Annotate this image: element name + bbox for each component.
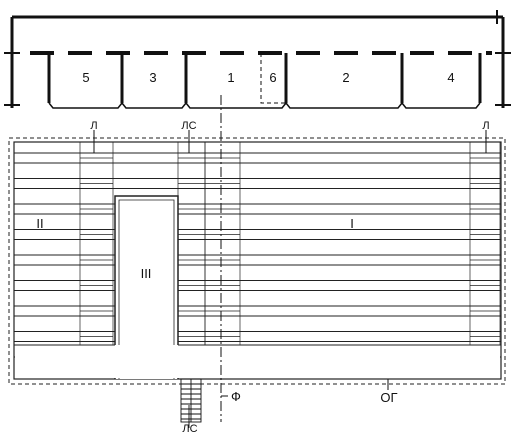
room-5-label: 5 [82, 70, 89, 85]
room-6-outline [260, 53, 286, 104]
marker-stems [93, 130, 487, 397]
lower-area [8, 137, 506, 385]
og-label: ОГ [380, 390, 397, 405]
main-outline [13, 141, 502, 380]
room-2-label: 2 [342, 70, 349, 85]
zone-3-label: III [141, 266, 152, 281]
lower-stair [180, 378, 202, 428]
room-4-label: 4 [447, 70, 454, 85]
room-1-label: 1 [227, 70, 234, 85]
outer-dashed-boundary [8, 137, 506, 385]
l-left-label: Л [90, 120, 97, 132]
room-3-label: 3 [149, 70, 156, 85]
labels: 5 3 1 6 2 4 Л ЛС Л I II III Ф ОГ ЛС [36, 70, 489, 435]
zone-3-outline [114, 195, 179, 379]
l-right-label: Л [482, 120, 489, 132]
room-6-label: 6 [269, 70, 276, 85]
bottom-strip-fill [15, 345, 500, 378]
phi-label: Ф [231, 389, 241, 404]
upper-building [4, 10, 511, 109]
ls-top-label: ЛС [181, 120, 196, 132]
ls-bottom-label: ЛС [182, 423, 197, 435]
zone-1-label: I [350, 216, 354, 231]
zone-2-label: II [36, 216, 43, 231]
zone-3-inner-outline [118, 199, 175, 379]
room-bottom-line [48, 101, 481, 109]
